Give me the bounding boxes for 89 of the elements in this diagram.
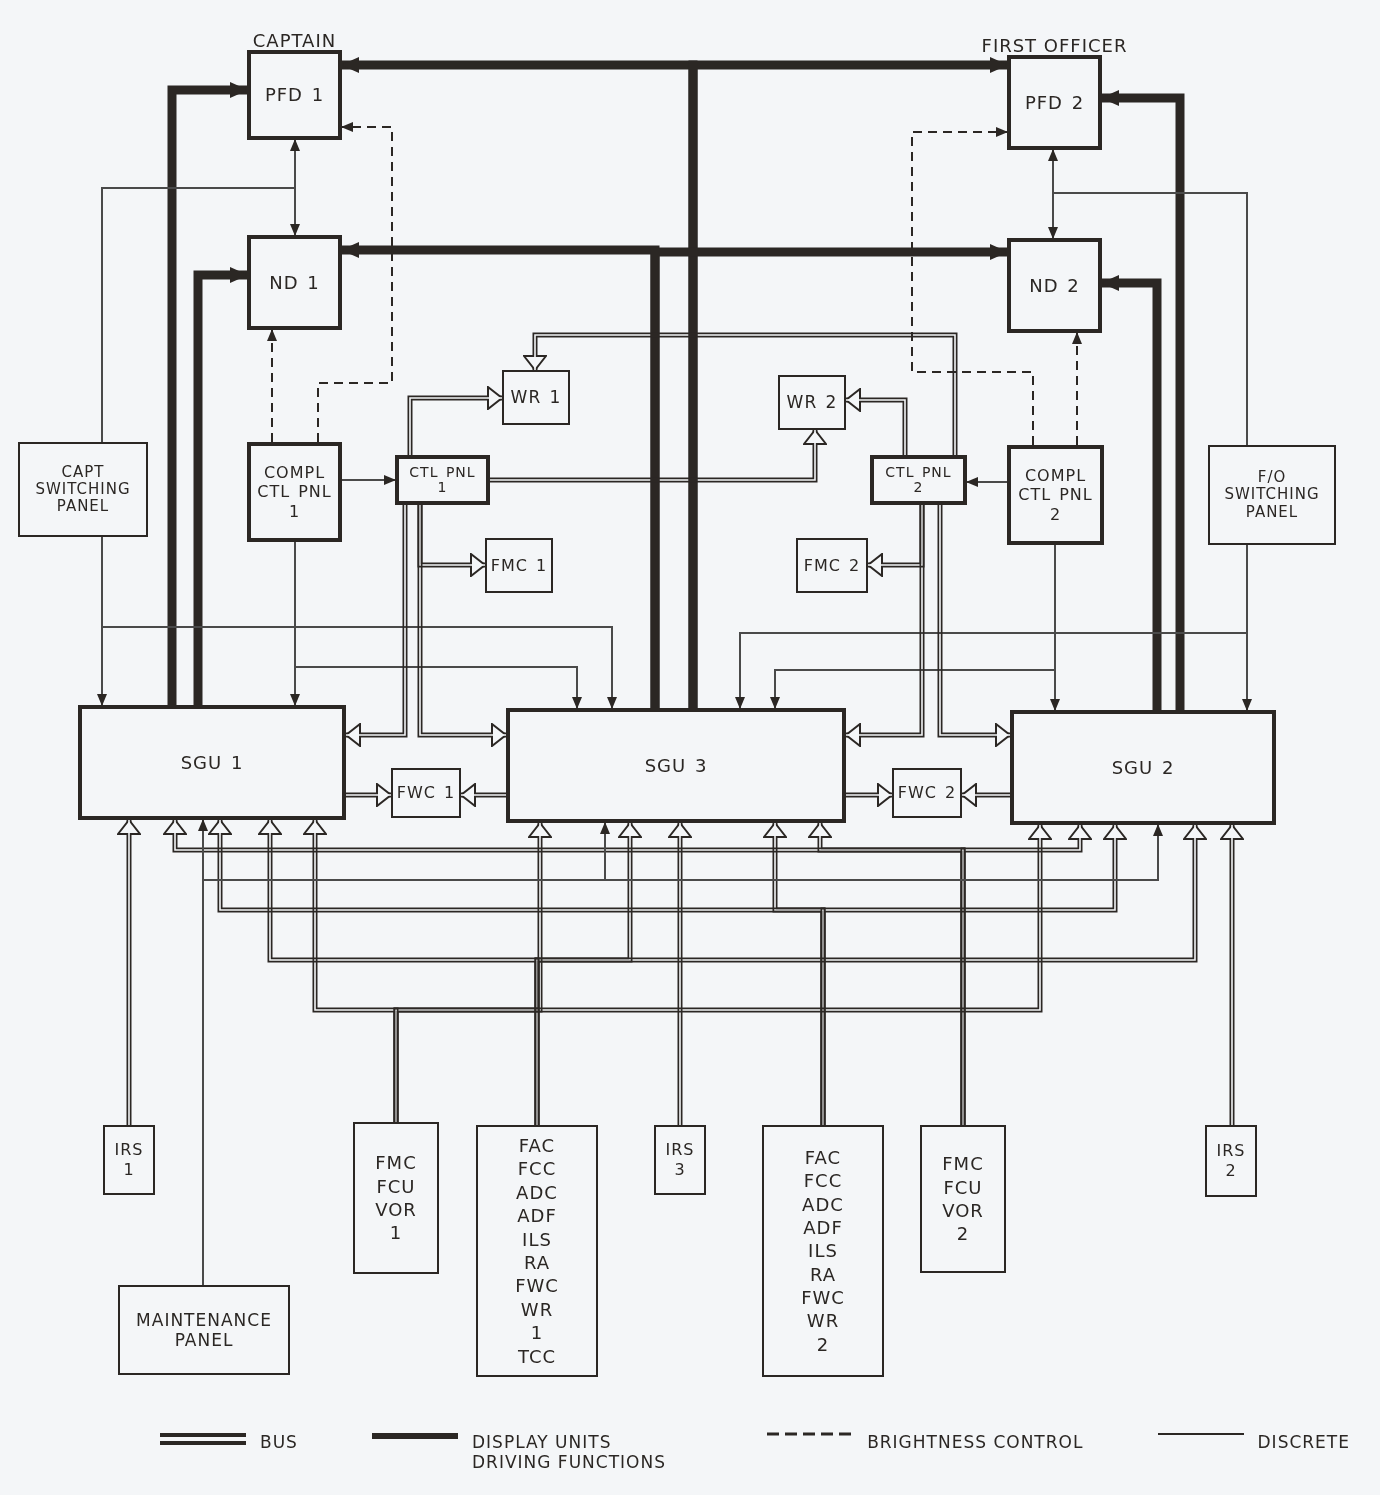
display-drive-line bbox=[1101, 275, 1162, 710]
bus-connector bbox=[1220, 824, 1244, 1125]
unit-box bbox=[476, 1125, 598, 1377]
unit-label: SGU 1 bbox=[180, 751, 244, 774]
unit-label: FMC 2 bbox=[803, 555, 861, 576]
unit-label: CTL PNL 1 bbox=[408, 465, 477, 495]
brightness-control-line bbox=[317, 122, 393, 443]
unit-label: IRS 2 bbox=[1215, 1141, 1247, 1181]
unit-box bbox=[103, 1125, 155, 1195]
bus-connector bbox=[961, 783, 1010, 807]
legend-text: DISPLAY UNITS DRIVING FUNCTIONS bbox=[472, 1432, 667, 1473]
unit-box bbox=[1010, 710, 1276, 825]
unit-box bbox=[78, 705, 346, 820]
legend-text: BUS bbox=[260, 1432, 298, 1453]
unit-box bbox=[353, 1122, 439, 1274]
unit-label: FMC FCU VOR 2 bbox=[941, 1152, 985, 1246]
unit-label: SGU 2 bbox=[1111, 756, 1175, 779]
unit-label: CAPT SWITCHING PANEL bbox=[34, 463, 132, 516]
bus-connector bbox=[460, 783, 506, 807]
unit-box bbox=[118, 1285, 290, 1375]
display-drive-line bbox=[688, 57, 1008, 708]
unit-label: CTL PNL 2 bbox=[884, 465, 953, 495]
bus-connector bbox=[417, 505, 507, 747]
unit-label: FWC 2 bbox=[897, 783, 957, 803]
unit-label: ND 1 bbox=[269, 271, 320, 294]
unit-box bbox=[892, 768, 962, 818]
unit-box bbox=[796, 538, 868, 593]
unit-label: WR 2 bbox=[786, 392, 838, 413]
unit-label: COMPL CTL PNL 1 bbox=[256, 463, 333, 521]
unit-box bbox=[247, 442, 342, 542]
discrete-line bbox=[966, 477, 1008, 487]
bus-connector bbox=[534, 824, 1207, 1125]
unit-box bbox=[920, 1125, 1006, 1273]
brightness-control-line bbox=[267, 329, 277, 443]
unit-label: SGU 3 bbox=[644, 754, 708, 777]
bus-connector bbox=[523, 332, 958, 455]
bus-connector bbox=[845, 505, 925, 747]
unit-box bbox=[870, 455, 967, 505]
unit-label: FAC FCC ADC ADF ILS RA FWC WR 2 bbox=[800, 1145, 846, 1357]
bus-connector bbox=[846, 783, 893, 807]
bus-connector bbox=[393, 824, 1052, 1122]
crew-position-label: FIRST OFFICER bbox=[981, 35, 1128, 56]
bus-connector bbox=[937, 505, 1011, 747]
brightness-control-line bbox=[1072, 332, 1082, 446]
unit-box bbox=[1205, 1125, 1257, 1197]
bus-connector bbox=[668, 822, 692, 1125]
unit-label: MAINTENANCE PANEL bbox=[135, 1309, 273, 1351]
bus-connector bbox=[960, 824, 1092, 1125]
bus-connector bbox=[117, 819, 141, 1125]
unit-label: FMC 1 bbox=[490, 555, 548, 576]
discrete-line bbox=[341, 475, 396, 485]
unit-box bbox=[485, 538, 553, 593]
unit-label: FAC FCC ADC ADF ILS RA FWC WR 1 TCC bbox=[514, 1134, 560, 1368]
unit-box bbox=[1007, 445, 1104, 545]
display-drive-line bbox=[193, 267, 248, 705]
unit-box bbox=[506, 708, 846, 823]
brightness-control-line bbox=[911, 127, 1034, 446]
display-drive-line bbox=[1101, 90, 1185, 710]
unit-label: IRS 3 bbox=[664, 1140, 696, 1180]
unit-box bbox=[762, 1125, 884, 1377]
unit-label: F/O SWITCHING PANEL bbox=[1223, 469, 1321, 521]
unit-box bbox=[247, 235, 342, 330]
unit-label: COMPL CTL PNL 2 bbox=[1017, 466, 1094, 524]
unit-box bbox=[395, 455, 490, 505]
unit-box bbox=[391, 768, 461, 818]
display-drive-line bbox=[650, 244, 1008, 708]
unit-box bbox=[1007, 238, 1102, 333]
bus-connector bbox=[845, 388, 908, 455]
unit-label: IRS 1 bbox=[113, 1140, 145, 1180]
legend-text: DISCRETE bbox=[1257, 1432, 1350, 1453]
unit-box bbox=[1208, 445, 1336, 545]
unit-box bbox=[654, 1125, 706, 1195]
unit-label: ND 2 bbox=[1029, 274, 1080, 297]
legend-text: BRIGHTNESS CONTROL bbox=[867, 1432, 1084, 1453]
bus-connector bbox=[820, 824, 1127, 1125]
display-drive-line bbox=[167, 82, 248, 705]
unit-box bbox=[778, 375, 846, 430]
unit-label: WR 1 bbox=[510, 387, 562, 408]
bus-connector bbox=[490, 429, 827, 483]
unit-label: FWC 1 bbox=[396, 783, 456, 803]
unit-box bbox=[502, 370, 570, 425]
unit-label: PFD 1 bbox=[264, 84, 325, 106]
bus-connector bbox=[345, 505, 408, 747]
bus-connector bbox=[407, 386, 503, 455]
bus-connector bbox=[346, 783, 392, 807]
unit-box bbox=[18, 442, 148, 537]
crew-position-label: CAPTAIN bbox=[252, 30, 337, 51]
unit-label: PFD 2 bbox=[1024, 91, 1085, 114]
unit-label: FMC FCU VOR 1 bbox=[374, 1151, 418, 1245]
